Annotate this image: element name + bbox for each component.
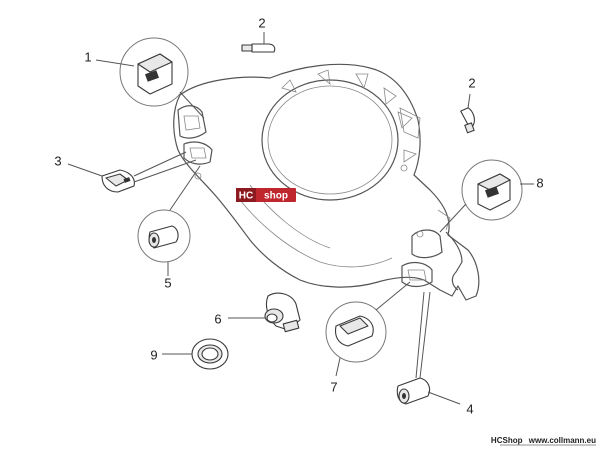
footer-watermark: HCShop www.collmann.eu [491, 436, 596, 446]
part-4-switch [396, 291, 461, 405]
footer-url: www.collmann.eu [528, 436, 596, 445]
part-8-switch-detail [439, 159, 534, 233]
callout-9: 9 [150, 347, 157, 362]
handlebar-cover-frame [173, 63, 480, 301]
part-5-switch-detail [137, 165, 201, 276]
footer-brand: HCShop [491, 436, 523, 445]
part-9-ring [162, 338, 229, 370]
callout-3: 3 [54, 153, 61, 168]
part-3-rocker-switch [67, 151, 197, 193]
svg-text:HCShop www.collmann.eu: HCShop www.collmann.eu [491, 436, 596, 445]
callout-6: 6 [214, 311, 221, 326]
callout-2-right: 2 [468, 75, 475, 90]
logo-text-shop: shop [264, 191, 288, 202]
callout-8: 8 [536, 175, 543, 190]
part-1-switch-detail [95, 37, 205, 119]
callout-2-top: 2 [258, 15, 265, 30]
callout-5: 5 [164, 275, 171, 290]
callout-4: 4 [466, 401, 473, 416]
callout-1: 1 [84, 49, 91, 64]
hcshop-logo: HC shop [236, 188, 296, 202]
part-2-bulb-top [241, 32, 276, 53]
logo-text-hc: HC [239, 191, 253, 202]
callout-7: 7 [330, 379, 337, 394]
part-2-bulb-right [460, 93, 475, 134]
part-7-switch-detail [325, 281, 411, 377]
part-6-ignition-switch [228, 292, 301, 333]
